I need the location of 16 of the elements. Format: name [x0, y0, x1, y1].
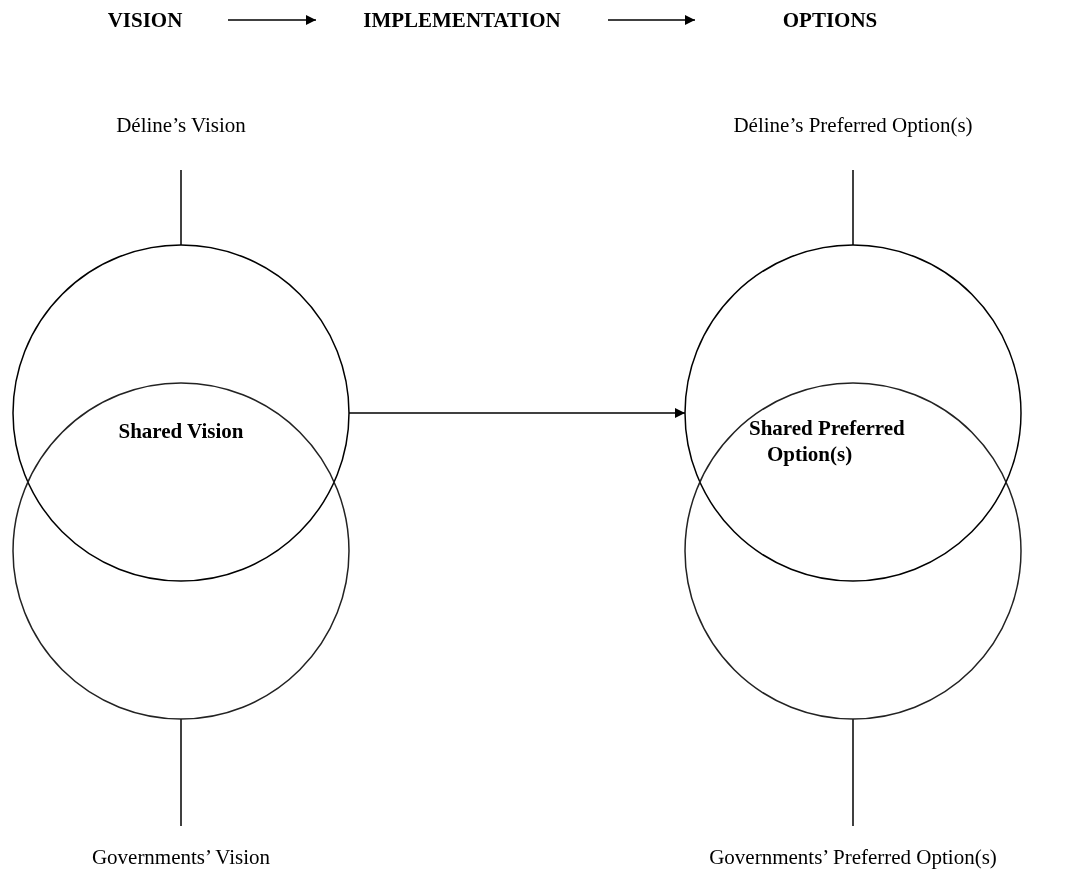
- leader-line: [852, 718, 854, 827]
- overlap-label: Shared Preferred Option(s): [748, 415, 906, 467]
- circle-label: Governments’ Vision: [90, 844, 272, 870]
- arrow: [607, 15, 696, 25]
- overlap-label: Shared Vision: [117, 418, 245, 444]
- arrow: [348, 408, 686, 418]
- leader-line: [180, 169, 182, 246]
- stage-heading: OPTIONS: [781, 7, 879, 33]
- stage-heading: VISION: [106, 7, 184, 33]
- leader-line: [180, 718, 182, 827]
- arrow: [227, 15, 317, 25]
- circle-label: Déline’s Preferred Option(s): [732, 112, 974, 138]
- leader-line: [852, 169, 854, 246]
- circle-label: Governments’ Preferred Option(s): [708, 844, 998, 870]
- stage-heading: IMPLEMENTATION: [362, 7, 562, 33]
- circle-label: Déline’s Vision: [115, 112, 247, 138]
